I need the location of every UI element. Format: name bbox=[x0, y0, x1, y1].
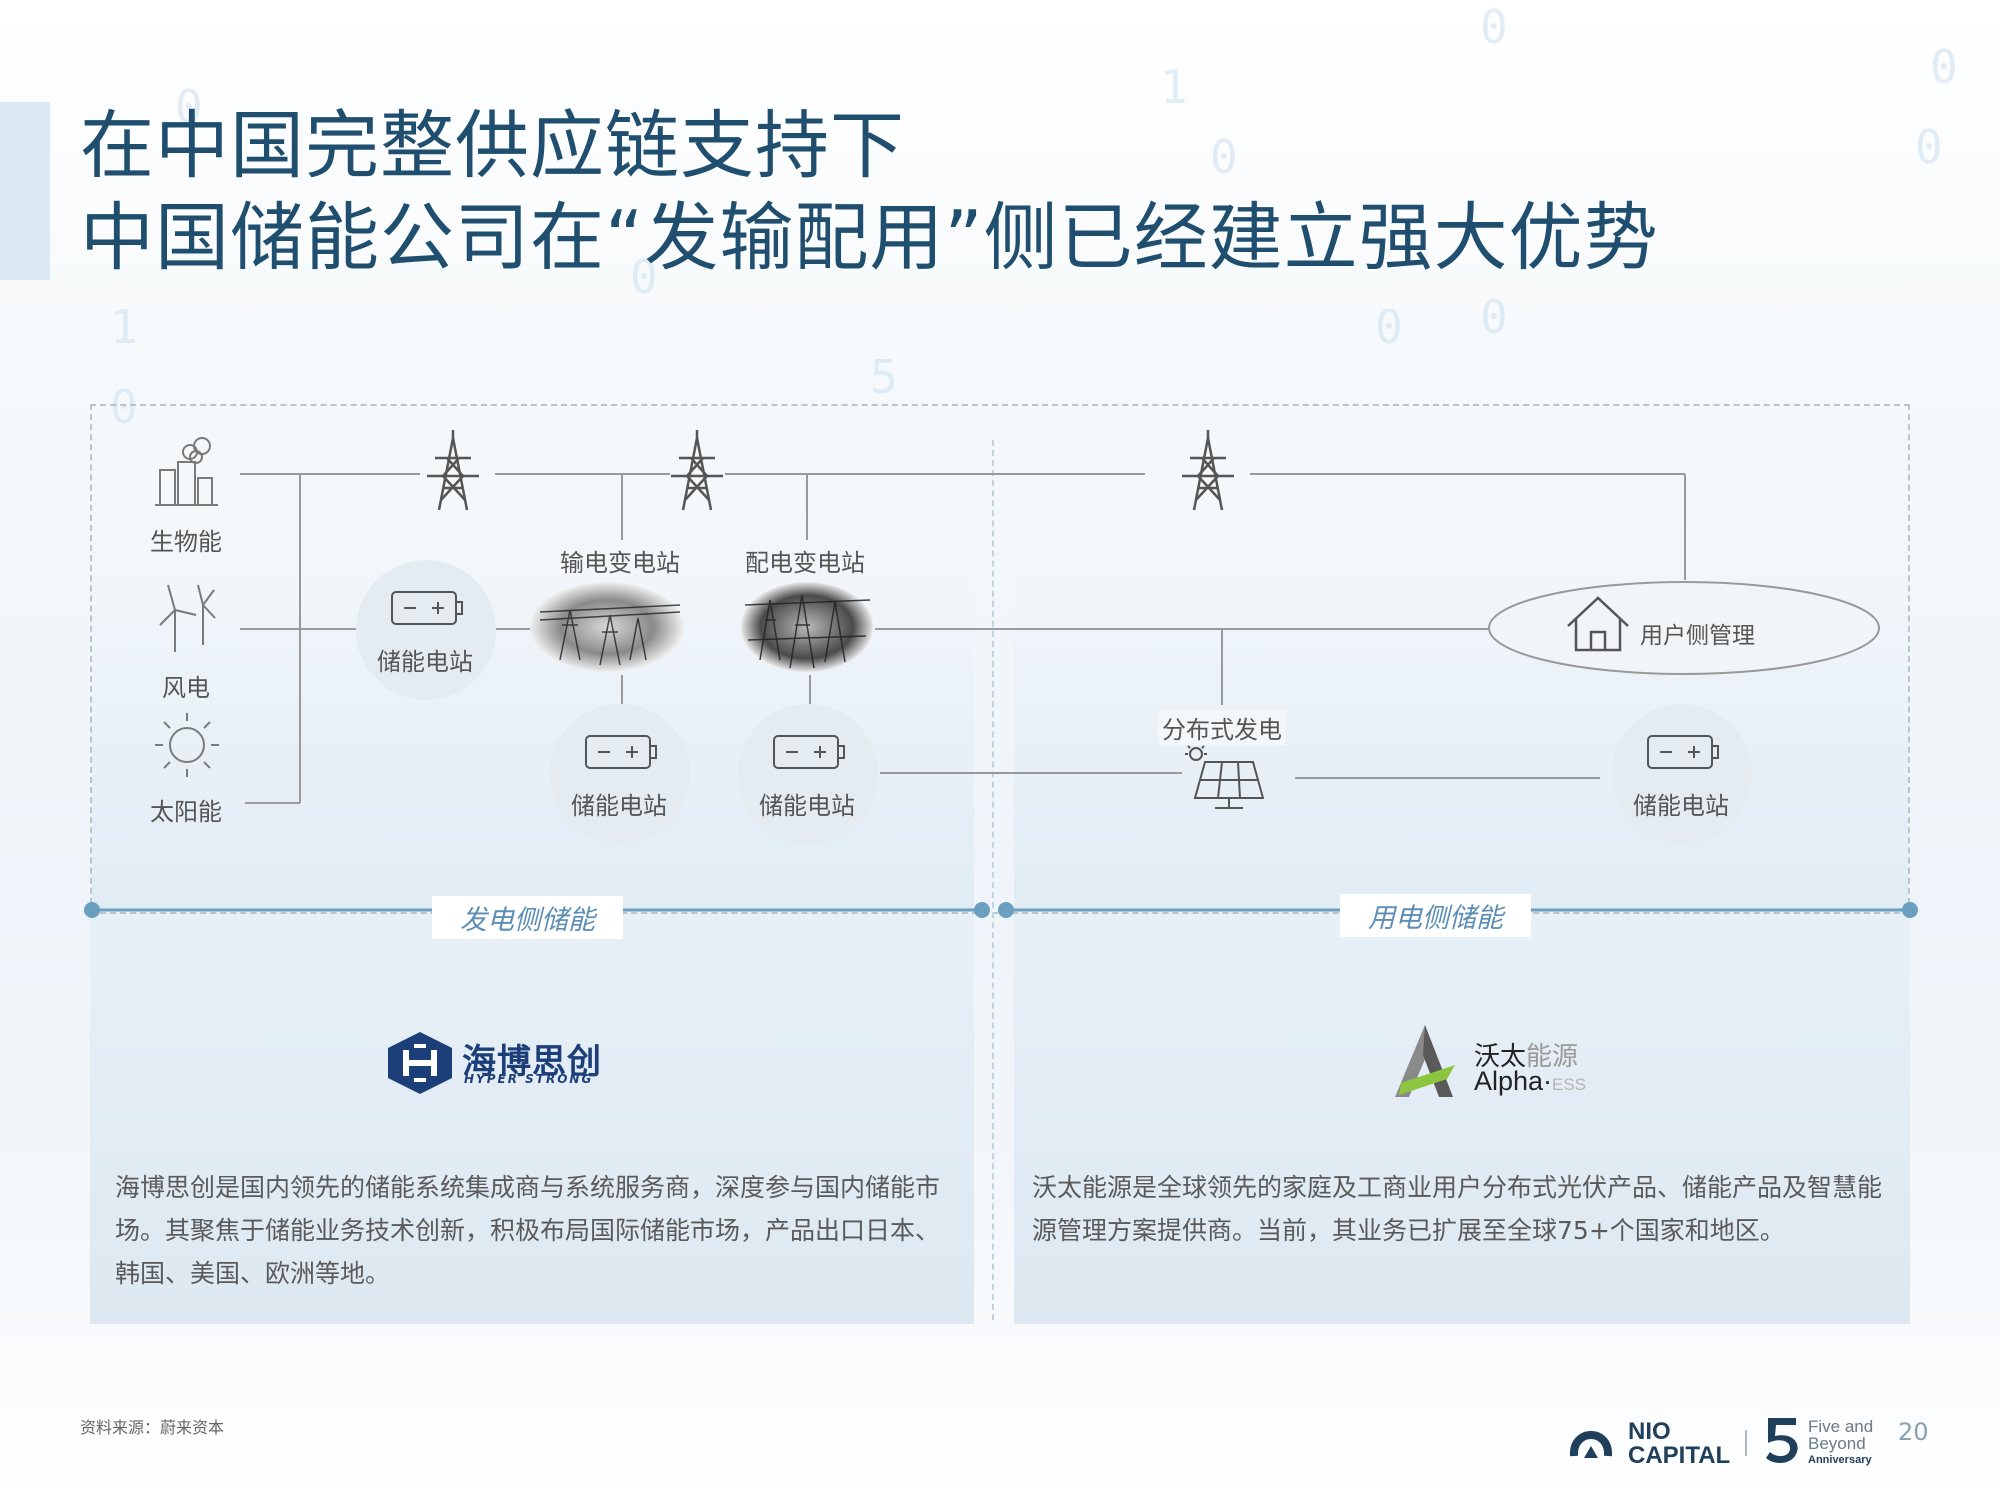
label-storage-station-3: 储能电站 bbox=[759, 792, 855, 820]
five-and-beyond-text: Five and Beyond Anniversary bbox=[1808, 1418, 1873, 1469]
label-transmission-substation: 输电变电站 bbox=[560, 549, 680, 577]
title-accent-bar bbox=[0, 102, 50, 280]
power-tower-icon-1 bbox=[427, 430, 479, 511]
distribution-substation-photo bbox=[741, 582, 873, 672]
storage-circle-2 bbox=[550, 704, 690, 844]
label-user-side-management: 用户侧管理 bbox=[1640, 623, 1755, 649]
nio-wordmark-line2: CAPITAL bbox=[1628, 1442, 1731, 1469]
storage-circle-1 bbox=[356, 560, 496, 700]
label-storage-station-4: 储能电站 bbox=[1633, 792, 1729, 820]
page-number: 20 bbox=[1898, 1418, 1929, 1446]
battery-icon-2 bbox=[585, 735, 657, 769]
source-note: 资料来源：蔚来资本 bbox=[80, 1418, 225, 1437]
five-line3: Anniversary bbox=[1808, 1454, 1872, 1466]
title-line-1: 在中国完整供应链支持下 bbox=[80, 103, 905, 189]
power-tower-icon-3 bbox=[1182, 430, 1234, 511]
label-solar: 太阳能 bbox=[150, 798, 222, 826]
alpha-ess-logo-cn-main: 沃太 bbox=[1474, 1042, 1527, 1072]
transmission-substation-photo bbox=[530, 582, 684, 672]
storage-circle-3 bbox=[738, 704, 878, 844]
solar-panel-icon bbox=[1185, 742, 1265, 809]
nio-wordmark-line1: NIO bbox=[1628, 1418, 1671, 1445]
hyper-strong-description: 海博思创是国内领先的储能系统集成商与系统服务商，深度参与国内储能市场。其聚焦于储… bbox=[115, 1173, 941, 1288]
house-icon bbox=[1567, 596, 1629, 652]
hyper-strong-logo-emblem bbox=[388, 1032, 452, 1094]
battery-icon-1 bbox=[391, 591, 463, 625]
label-storage-station-1: 储能电站 bbox=[377, 648, 473, 676]
label-wind: 风电 bbox=[162, 674, 210, 702]
generation-company-panel bbox=[90, 910, 974, 1324]
title-line-2: 中国储能公司在“发输配用”侧已经建立强大优势 bbox=[80, 195, 1659, 281]
label-distribution-substation: 配电变电站 bbox=[745, 549, 865, 577]
hyper-strong-logo-en: HYPER STRONG bbox=[464, 1072, 594, 1086]
section-label-consumption: 用电侧储能 bbox=[1340, 894, 1531, 937]
label-biomass: 生物能 bbox=[150, 528, 222, 556]
label-distributed-generation: 分布式发电 bbox=[1158, 710, 1286, 745]
alpha-ess-logo-en-sub: ESS bbox=[1552, 1075, 1587, 1094]
label-storage-station-2: 储能电站 bbox=[571, 792, 667, 820]
alpha-ess-logo-en-main: Alpha· bbox=[1474, 1066, 1553, 1096]
nio-capital-wordmark: NIO CAPITAL bbox=[1628, 1420, 1730, 1468]
five-line1: Five and bbox=[1808, 1417, 1874, 1436]
section-dots bbox=[84, 902, 1918, 918]
power-tower-icon-2 bbox=[671, 430, 723, 511]
alpha-ess-logo-cn-sub: 能源 bbox=[1526, 1042, 1579, 1072]
alpha-ess-logo-cn: 沃太能源 bbox=[1474, 1036, 1578, 1073]
center-divider bbox=[992, 440, 994, 1320]
page-title: 在中国完整供应链支持下 中国储能公司在“发输配用”侧已经建立强大优势 bbox=[80, 100, 1659, 284]
hyper-strong-logo-cn: 海博思创 bbox=[462, 1042, 602, 1082]
nio-logo-icon bbox=[1570, 1431, 1612, 1458]
section-label-generation: 发电侧储能 bbox=[432, 896, 623, 939]
sun-icon bbox=[155, 713, 219, 777]
alpha-ess-description: 沃太能源是全球领先的家庭及工商业用户分布式光伏产品、储能产品及智慧能源管理方案提… bbox=[1032, 1173, 1883, 1245]
five-anniversary-icon bbox=[1766, 1418, 1798, 1463]
alpha-ess-logo-en: Alpha·ESS bbox=[1474, 1066, 1586, 1097]
alpha-ess-logo-emblem bbox=[1395, 1025, 1455, 1097]
battery-icon-3 bbox=[773, 735, 845, 769]
five-line2: Beyond bbox=[1808, 1434, 1866, 1453]
factory-icon bbox=[155, 437, 218, 506]
connection-lines bbox=[240, 473, 1686, 804]
storage-circle-4 bbox=[1612, 704, 1752, 844]
wind-turbine-icon bbox=[159, 584, 216, 652]
battery-icon-4 bbox=[1647, 735, 1719, 769]
consumption-company-panel bbox=[1014, 910, 1910, 1324]
